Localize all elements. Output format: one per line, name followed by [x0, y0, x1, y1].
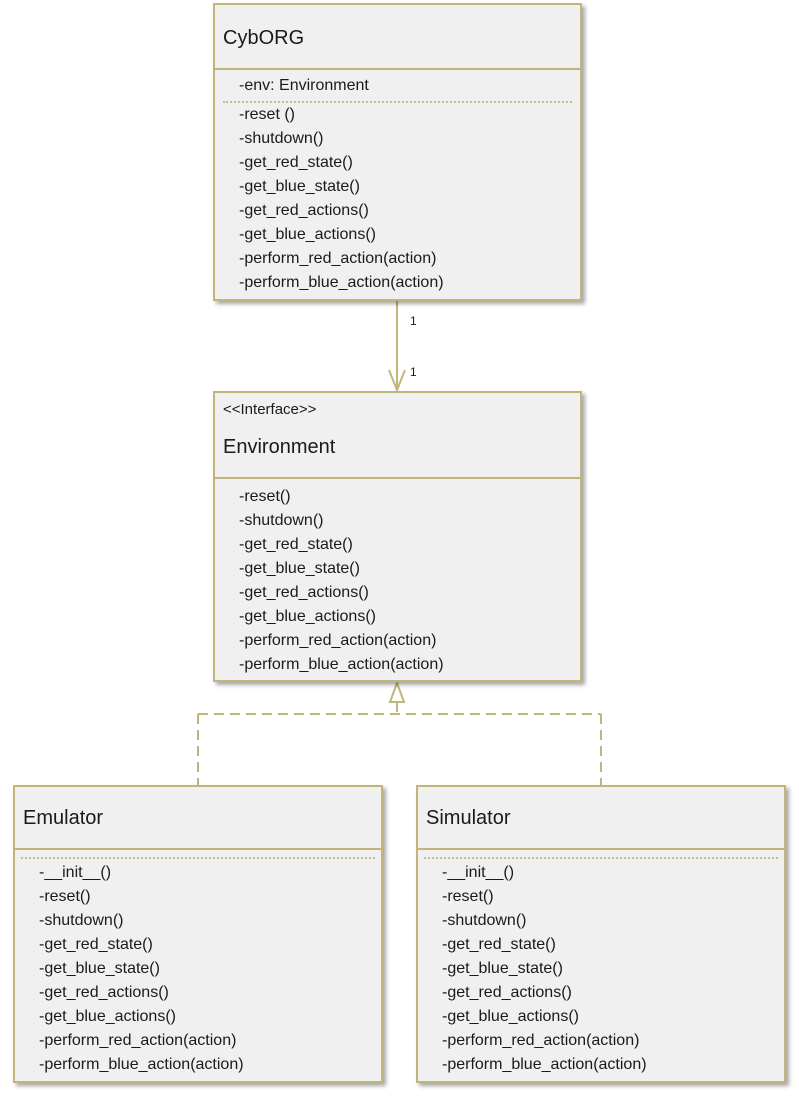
class-cyborg-operation: -get_blue_state() [239, 178, 360, 195]
realization-arrowhead [388, 680, 406, 703]
class-emulator-operation: -get_red_state() [39, 936, 153, 953]
class-emulator-divider [21, 857, 375, 859]
class-simulator-divider [424, 857, 778, 859]
class-emulator-operation: -get_blue_actions() [39, 1008, 176, 1025]
class-simulator-operation: -perform_red_action(action) [442, 1032, 640, 1049]
class-cyborg-operation: -reset () [239, 106, 295, 123]
class-simulator-operation: -get_red_actions() [442, 984, 572, 1001]
class-simulator[interactable]: Simulator -__init__() -reset() -shutdown… [416, 785, 786, 1083]
association-target-multiplicity: 1 [410, 365, 417, 379]
class-environment-operation: -get_red_state() [239, 536, 353, 553]
class-emulator-operation: -perform_blue_action(action) [39, 1056, 244, 1073]
class-environment-operation: -shutdown() [239, 512, 324, 529]
class-emulator-operations: -__init__() -reset() -shutdown() -get_re… [39, 861, 244, 1077]
class-emulator[interactable]: Emulator -__init__() -reset() -shutdown(… [13, 785, 383, 1083]
class-environment[interactable]: <<Interface>> Environment -reset() -shut… [213, 391, 582, 682]
class-cyborg-operations: -reset () -shutdown() -get_red_state() -… [239, 103, 444, 295]
class-cyborg-operation: -perform_red_action(action) [239, 250, 437, 267]
class-cyborg-operation: -perform_blue_action(action) [239, 274, 444, 291]
class-environment-operation: -perform_blue_action(action) [239, 656, 444, 673]
class-simulator-operation: -shutdown() [442, 912, 527, 929]
class-simulator-operation: -get_blue_actions() [442, 1008, 579, 1025]
class-emulator-name: Emulator [23, 807, 104, 829]
class-emulator-operation: -__init__() [39, 864, 112, 881]
class-simulator-name: Simulator [426, 807, 511, 829]
class-environment-operation: -perform_red_action(action) [239, 632, 437, 649]
class-emulator-operation: -get_blue_state() [39, 960, 160, 977]
class-simulator-operation: -reset() [442, 888, 494, 905]
class-cyborg-operation: -get_red_actions() [239, 202, 369, 219]
class-emulator-header: Emulator [15, 787, 381, 850]
class-environment-header: <<Interface>> Environment [215, 393, 580, 479]
class-environment-name: Environment [223, 436, 336, 458]
class-emulator-operation: -perform_red_action(action) [39, 1032, 237, 1049]
class-cyborg-name: CybORG [223, 27, 305, 49]
class-emulator-operation: -get_red_actions() [39, 984, 169, 1001]
class-simulator-operation: -get_red_state() [442, 936, 556, 953]
class-environment-operation: -get_blue_actions() [239, 608, 376, 625]
class-cyborg-operation: -shutdown() [239, 130, 324, 147]
class-cyborg-operation: -get_red_state() [239, 154, 353, 171]
class-simulator-operation: -__init__() [442, 864, 515, 881]
class-environment-operations: -reset() -shutdown() -get_red_state() -g… [239, 485, 444, 677]
class-environment-operation: -get_red_actions() [239, 584, 369, 601]
class-environment-operation: -get_blue_state() [239, 560, 360, 577]
class-cyborg-divider [223, 101, 572, 103]
class-cyborg-header: CybORG [215, 5, 580, 70]
class-cyborg-attribute: -env: Environment [239, 77, 369, 94]
class-simulator-operation: -perform_blue_action(action) [442, 1056, 647, 1073]
class-cyborg-operation: -get_blue_actions() [239, 226, 376, 243]
class-simulator-operations: -__init__() -reset() -shutdown() -get_re… [442, 861, 647, 1077]
class-emulator-operation: -shutdown() [39, 912, 124, 929]
class-simulator-header: Simulator [418, 787, 784, 850]
association-arrowhead [388, 369, 406, 393]
class-environment-stereotype: <<Interface>> [223, 401, 317, 418]
class-cyborg[interactable]: CybORG -env: Environment -reset () -shut… [213, 3, 582, 301]
association-source-multiplicity: 1 [410, 314, 417, 328]
class-simulator-operation: -get_blue_state() [442, 960, 563, 977]
class-environment-operation: -reset() [239, 488, 291, 505]
class-emulator-operation: -reset() [39, 888, 91, 905]
